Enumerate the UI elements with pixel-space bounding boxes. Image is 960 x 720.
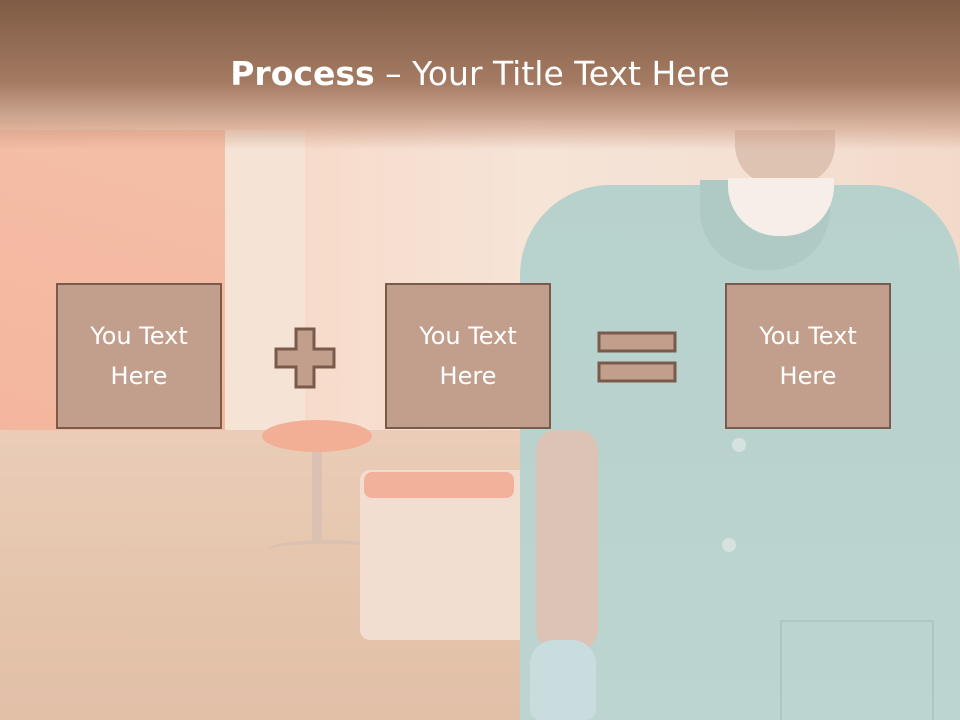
text-box-2[interactable]: You Text Here xyxy=(385,283,551,429)
text-box-1-label: You Text Here xyxy=(90,322,188,390)
equals-icon xyxy=(597,331,677,383)
title-bold: Process xyxy=(230,54,375,93)
title-rest: – Your Title Text Here xyxy=(374,54,730,93)
title-bar xyxy=(0,0,960,150)
plus-icon xyxy=(274,327,336,389)
text-box-1[interactable]: You Text Here xyxy=(56,283,222,429)
text-box-3-label: You Text Here xyxy=(759,322,857,390)
text-box-3[interactable]: You Text Here xyxy=(725,283,891,429)
text-box-2-label: You Text Here xyxy=(419,322,517,390)
slide-title[interactable]: Process – Your Title Text Here xyxy=(0,52,960,96)
